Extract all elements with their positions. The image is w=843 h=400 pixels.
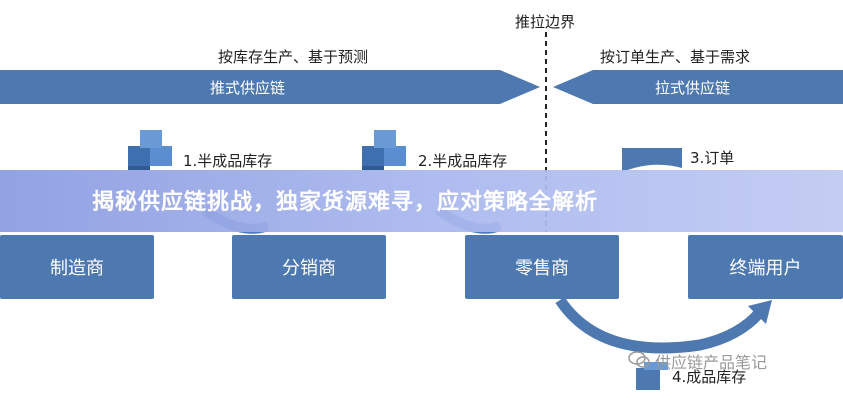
title-banner bbox=[0, 170, 843, 232]
wechat-icon bbox=[628, 351, 650, 368]
watermark-text: 供应链产品笔记 bbox=[655, 353, 768, 372]
inventory-cube-icon-1 bbox=[128, 130, 172, 170]
boundary-label: 推拉边界 bbox=[515, 13, 576, 31]
push-description: 按库存生产、基于预测 bbox=[218, 48, 369, 66]
end-user-node: 终端用户 bbox=[688, 235, 843, 299]
step3-label: 3.订单 bbox=[690, 149, 735, 167]
banner-title: 揭秘供应链挑战，独家货源难寻，应对策略全解析 bbox=[92, 190, 599, 215]
step4-label: 4.成品库存 bbox=[672, 368, 747, 386]
inventory-cube-icon-2 bbox=[362, 130, 406, 170]
push-chain-label: 推式供应链 bbox=[210, 79, 286, 97]
push-chain-arrow bbox=[0, 70, 540, 104]
curve-arrow-retailer-to-end-user bbox=[555, 296, 765, 354]
order-document-icon bbox=[622, 148, 682, 172]
pull-chain-arrow bbox=[553, 70, 843, 104]
step2-label: 2.半成品库存 bbox=[418, 152, 508, 170]
manufacturer-node: 制造商 bbox=[0, 235, 154, 299]
finished-goods-cube-icon bbox=[636, 362, 668, 390]
curve-arrowhead bbox=[748, 300, 772, 324]
retailer-node: 零售商 bbox=[465, 235, 619, 299]
pull-chain-label: 拉式供应链 bbox=[655, 79, 731, 97]
pull-description: 按订单生产、基于需求 bbox=[600, 48, 751, 66]
step1-label: 1.半成品库存 bbox=[183, 152, 273, 170]
distributor-node: 分销商 bbox=[232, 235, 386, 299]
